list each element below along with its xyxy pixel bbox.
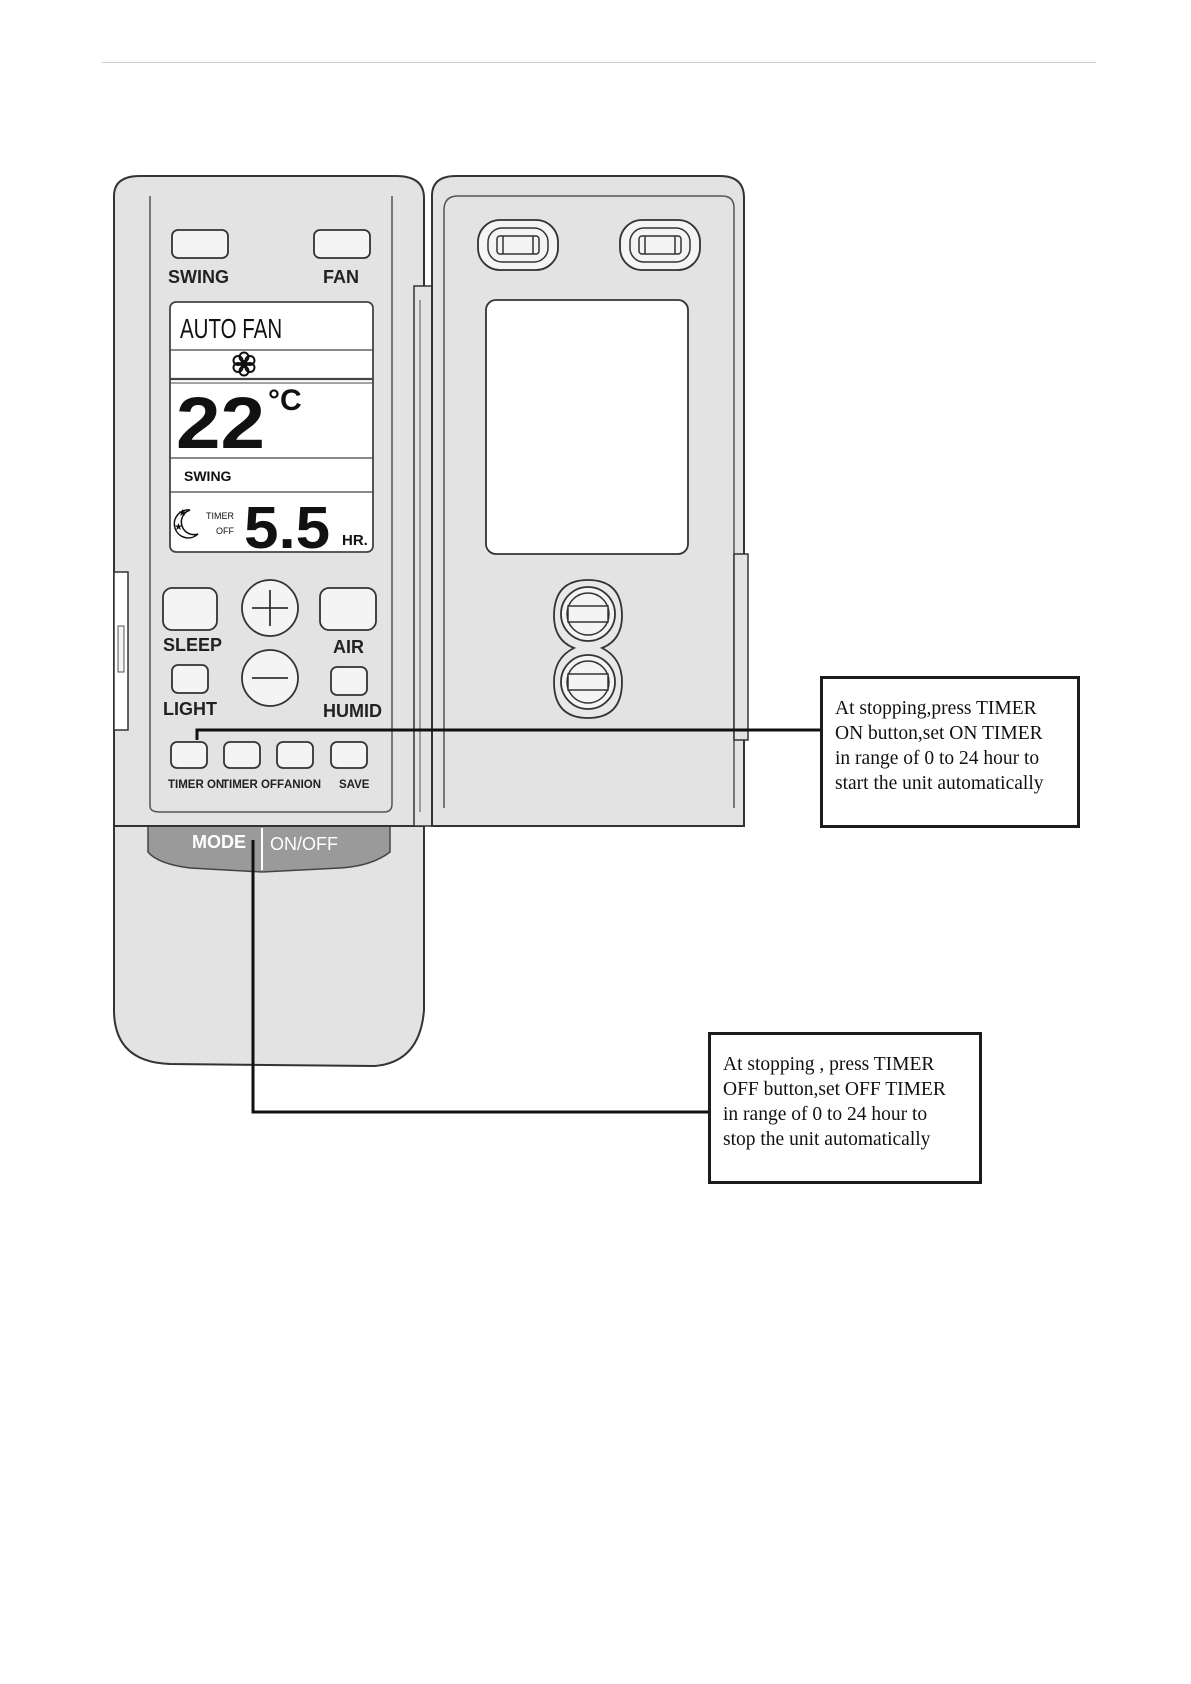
lcd-temperature: 22 (176, 382, 265, 464)
timer-off-callout: At stopping , press TIMER OFF button,set… (708, 1032, 982, 1184)
humid-button[interactable] (330, 666, 368, 696)
cover-window (485, 299, 689, 555)
light-label: LIGHT (163, 699, 217, 719)
timer-on-callout-line-3: in range of 0 to 24 hour to (835, 748, 1040, 769)
remote-handle (113, 819, 425, 1068)
air-button[interactable] (319, 587, 377, 631)
timer-on-callout-line-4: start the unit automatically (835, 773, 1044, 794)
lcd-timer-state: OFF (216, 526, 234, 536)
svg-text:★: ★ (178, 508, 187, 519)
sleep-button[interactable] (162, 587, 218, 631)
page-header-rule (102, 62, 1096, 63)
on-off-button[interactable]: ON/OFF (270, 834, 338, 854)
swing-button[interactable] (171, 229, 229, 259)
cover-peg-right (619, 219, 701, 271)
timer-off-callout-line-2: OFF button,set OFF TIMER (723, 1079, 946, 1100)
lcd-timer-unit: HR. (342, 532, 368, 549)
lcd-swing: SWING (184, 468, 232, 484)
swing-label: SWING (168, 267, 229, 287)
timer-off-button[interactable] (223, 741, 261, 769)
timer-on-label: TIMER ON (168, 779, 224, 791)
sleep-moon-icon: ★ ★ (173, 508, 199, 539)
anion-button[interactable] (276, 741, 314, 769)
humid-label: HUMID (323, 701, 382, 721)
lcd-screen (169, 301, 374, 553)
timer-on-button[interactable] (170, 741, 208, 769)
timer-off-label: TIMER OFF (222, 779, 284, 791)
timer-on-callout: At stopping,press TIMER ON button,set ON… (820, 676, 1080, 828)
mode-button[interactable]: MODE (192, 832, 246, 852)
lcd-fan-mode: AUTO FAN (180, 314, 282, 345)
cover-peg-left (477, 219, 559, 271)
lcd-temp-unit: °C (268, 384, 302, 417)
timer-on-callout-line-2: ON button,set ON TIMER (835, 723, 1043, 744)
timer-off-callout-line-4: stop the unit automatically (723, 1129, 931, 1150)
mode-onoff-bar (147, 825, 391, 873)
cover-clip (553, 579, 623, 719)
lcd-timer-label: TIMER (206, 511, 234, 521)
sleep-label: SLEEP (163, 635, 222, 655)
save-button[interactable] (330, 741, 368, 769)
timer-off-leader (251, 840, 710, 1114)
fan-label: FAN (323, 267, 359, 287)
save-label: SAVE (339, 779, 370, 791)
fan-speed-icon (232, 351, 256, 377)
lcd-timer-value: 5.5 (244, 494, 330, 560)
air-label: AIR (333, 637, 364, 657)
light-button[interactable] (171, 664, 209, 694)
timer-off-callout-line-1: At stopping , press TIMER (723, 1054, 935, 1075)
svg-text:★: ★ (174, 522, 183, 533)
timer-on-callout-line-1: At stopping,press TIMER (835, 698, 1037, 719)
timer-off-callout-line-3: in range of 0 to 24 hour to (723, 1104, 928, 1125)
fan-button[interactable] (313, 229, 371, 259)
anion-label: ANION (284, 779, 321, 791)
timer-on-leader (195, 728, 820, 740)
